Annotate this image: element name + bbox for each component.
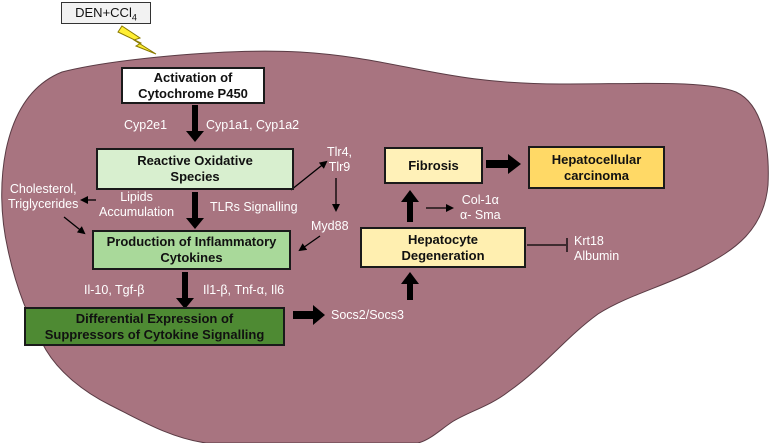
label-tlr: Tlr4, Tlr9 <box>327 145 352 174</box>
node-inflammatory-label: Production of Inflammatory Cytokines <box>106 234 277 265</box>
node-ros-label: Reactive Oxidative Species <box>137 153 253 184</box>
label-il1: Il1-β, Tnf-α, Il6 <box>203 283 285 297</box>
lightning-bolt-icon <box>117 25 157 55</box>
arrow-up-degeneration <box>401 272 419 300</box>
node-hcc-label: Hepatocellular carcinoma <box>551 151 642 183</box>
label-krt: Krt18 Albumin <box>574 234 620 263</box>
thick-arrows <box>176 105 521 325</box>
label-col: Col-1α α- Sma <box>460 193 501 222</box>
arrow-inflammatory-differential <box>176 272 194 309</box>
label-cyp1a: Cyp1a1, Cyp1a2 <box>206 118 300 132</box>
node-activation: Activation of Cytochrome P450 <box>121 67 265 104</box>
arrow-cholesterol-inflammatory <box>63 216 86 235</box>
arrow-tlrs-tlr <box>290 160 328 191</box>
node-hcc: Hepatocellular carcinoma <box>528 146 665 189</box>
label-myd88: Myd88 <box>311 219 349 233</box>
node-degeneration: Hepatocyte Degeneration <box>360 227 526 268</box>
label-il10: Il-10, Tgf-β <box>84 283 145 297</box>
node-inflammatory: Production of Inflammatory Cytokines <box>92 230 291 270</box>
arrow-differential-socs <box>293 305 325 325</box>
label-tlrs-signalling: TLRs Signalling <box>210 200 298 214</box>
label-lipids: Lipids Accumulation <box>99 190 175 219</box>
arrow-up-fibrosis <box>401 190 419 222</box>
node-differential: Differential Expression of Suppressors o… <box>24 307 285 346</box>
arrow-activation-ros <box>186 105 204 142</box>
label-cholesterol: Cholesterol, Triglycerides <box>8 182 79 211</box>
arrow-myd88-inflammatory <box>298 235 321 252</box>
trigger-box: DEN+CCl4 <box>61 2 151 24</box>
label-socs: Socs2/Socs3 <box>331 308 404 322</box>
node-fibrosis-label: Fibrosis <box>408 157 459 173</box>
node-ros: Reactive Oxidative Species <box>96 148 294 190</box>
node-differential-label: Differential Expression of Suppressors o… <box>44 310 265 342</box>
node-fibrosis: Fibrosis <box>384 147 483 184</box>
node-degeneration-label: Hepatocyte Degeneration <box>401 231 485 263</box>
label-cyp2e1: Cyp2e1 <box>124 118 168 132</box>
arrow-fibrosis-hcc <box>486 154 521 174</box>
node-activation-label: Activation of Cytochrome P450 <box>138 69 248 101</box>
trigger-sub: 4 <box>131 12 137 23</box>
arrow-ros-inflammatory <box>186 192 204 229</box>
trigger-text: DEN+CCl <box>75 5 132 20</box>
